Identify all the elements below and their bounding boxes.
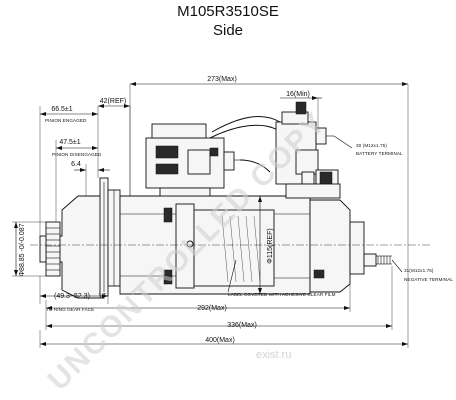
dim-overall-to-max: 273(Max) (207, 76, 237, 83)
dim-to-terminal-min: 16(Min) (286, 91, 310, 98)
part-number-title: M105R3510SE (177, 3, 279, 20)
view-subtitle: Side (213, 22, 243, 39)
watermark-site: exist.ru (256, 349, 291, 361)
starter-motor-outline (39, 101, 392, 299)
dim-pinion-engaged: 66.5±1 (51, 106, 72, 113)
note-negative-terminal: NEGATIVE TERMINAL (404, 277, 453, 282)
dim-length-400: 400(Max) (205, 337, 235, 344)
note-pinion-disengaged: PINION DISENGAGED (52, 152, 102, 157)
note-ring-gear-face: TO RING GEAR FACE (46, 307, 94, 312)
dim-body-diameter: Φ115(REF) (267, 228, 274, 263)
note-negative-terminal-thread: 31(M12x1.75) (404, 268, 434, 273)
dim-pinion-engaged-ref: 42(REF) (100, 98, 126, 105)
dim-pinion-disengaged: 47.5±1 (59, 139, 80, 146)
dimension-lines (12, 82, 409, 348)
dim-pinion-travel: 6.4 (71, 161, 81, 168)
note-battery-terminal-thread: 30 (M12x1.75) (356, 143, 387, 148)
dim-ring-gear-face: (49.3~52.3) (54, 293, 90, 300)
dim-ring-gear-face-gap: 17 (98, 293, 106, 300)
note-label-film: LABEL COVERED WITH ADHESIVE CLEAR FILM (228, 292, 336, 297)
note-pinion-engaged: PINION ENGAGED (45, 118, 87, 123)
dim-pinion-diameter: Φ88.85 -0/-0.087 (19, 223, 26, 276)
dim-length-292: 292(Max) (197, 305, 227, 312)
dim-length-336: 336(Max) (227, 322, 257, 329)
note-battery-terminal: BATTERY TERMINAL (356, 151, 403, 156)
